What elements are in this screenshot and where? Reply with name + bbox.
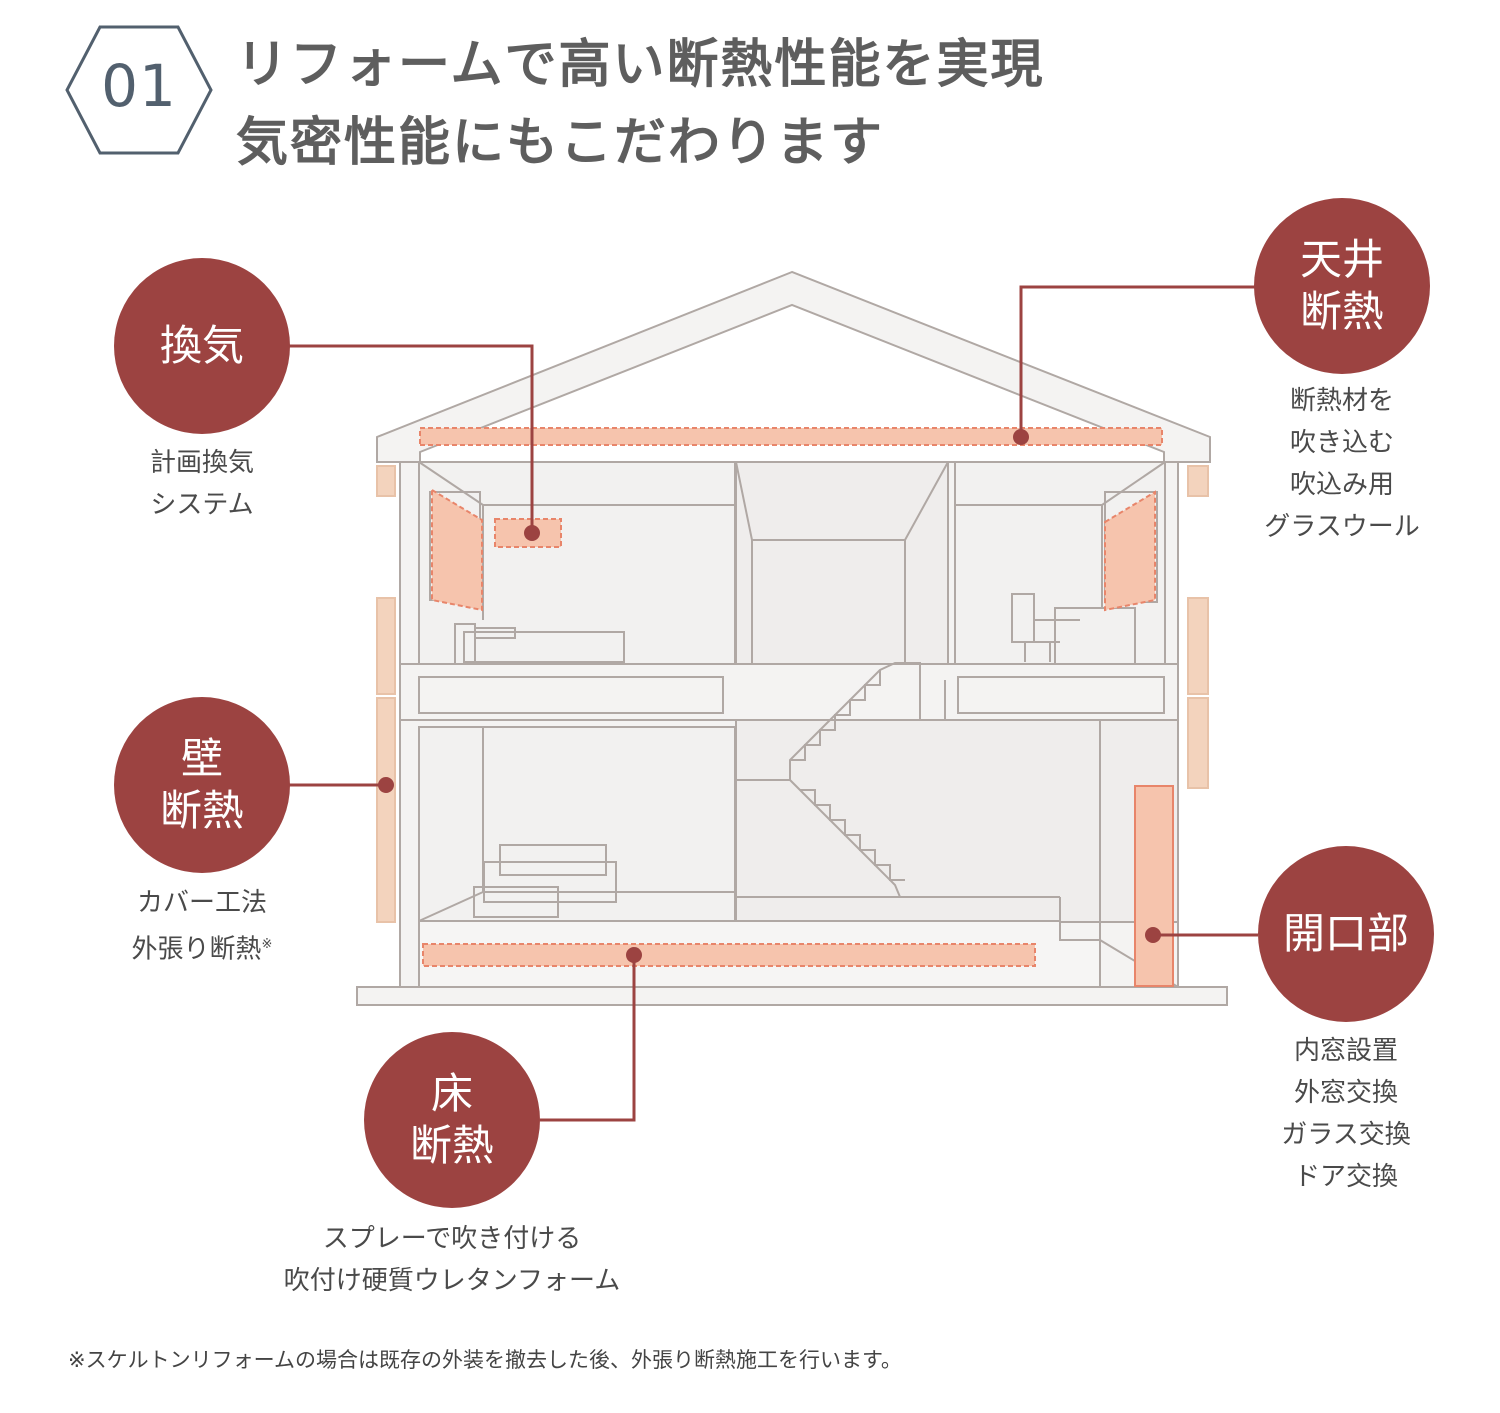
ceiling-insulation: [419, 427, 1163, 446]
opening-desc-line: 外窓交換: [1293, 1078, 1398, 1108]
floor-title-line: 断熱: [409, 1121, 494, 1170]
bed-icon: [454, 623, 625, 665]
opening-insulation: [1134, 785, 1174, 987]
wall-title-line: 壁: [180, 734, 223, 783]
wall-desc: カバー工法 外張り断熱※: [62, 882, 342, 971]
wall-insulation-right-3: [1187, 697, 1209, 789]
desk-icon: [1011, 593, 1136, 665]
wall-insulation-left-3: [376, 697, 396, 923]
wall-circle: 壁 断熱: [114, 697, 290, 873]
floor-desc: スプレーで吹き付ける 吹付け硬質ウレタンフォーム: [232, 1218, 672, 1302]
wall-insulation-right-2: [1187, 597, 1209, 695]
wall-title-line: 断熱: [159, 786, 244, 835]
ventilation-title: 換気: [159, 321, 244, 370]
ceiling-dot: [1013, 429, 1029, 445]
roof: [376, 270, 1211, 463]
ceiling-title-line: 断熱: [1299, 287, 1384, 336]
wall-insulation-left-1: [376, 465, 396, 497]
wall-desc-line: 外張り断熱※: [62, 924, 342, 971]
floor-connector: [540, 955, 636, 1122]
ceiling-title-line: 天井: [1299, 235, 1384, 284]
ceiling-desc-line: 吹込み用: [1289, 470, 1394, 500]
opening-title: 開口部: [1282, 909, 1409, 958]
ceiling-desc-line: グラスウール: [1264, 512, 1420, 542]
wall-desc-line: カバー工法: [136, 888, 267, 918]
floor-title-line: 床: [430, 1069, 473, 1118]
hexagon-badge: [65, 25, 213, 155]
window-insulation-left: [431, 488, 483, 612]
floor-dot: [626, 947, 642, 963]
ventilation-desc-line: 計画換気: [149, 448, 254, 478]
ceiling-desc-line: 吹き込む: [1289, 428, 1394, 458]
floor-desc-line: 吹付け硬質ウレタンフォーム: [283, 1266, 621, 1296]
vent-insulation: [494, 518, 562, 548]
opening-desc: 内窓設置 外窓交換 ガラス交換 ドア交換: [1206, 1030, 1486, 1198]
sofa-icon: [473, 844, 617, 918]
ventilation-desc: 計画換気 システム: [62, 442, 342, 526]
section-number: 01: [101, 52, 177, 120]
opening-circle: 開口部: [1258, 846, 1434, 1022]
ceiling-desc: 断熱材を 吹き込む 吹込み用 グラスウール: [1202, 380, 1482, 548]
ceiling-circle: 天井 断熱: [1254, 198, 1430, 374]
wall-desc-text: 外張り断熱: [131, 934, 262, 965]
page-title-line2: 気密性能にもこだわります: [236, 113, 885, 173]
opening-desc-line: 内窓設置: [1293, 1036, 1398, 1066]
ventilation-connector: [288, 344, 534, 533]
wall-insulation-right-1: [1187, 465, 1209, 497]
opening-dot: [1145, 927, 1161, 943]
opening-desc-line: ガラス交換: [1281, 1120, 1411, 1150]
wall-desc-note-mark: ※: [261, 937, 273, 952]
floor-desc-line: スプレーで吹き付ける: [322, 1224, 582, 1254]
ventilation-circle: 換気: [114, 258, 290, 434]
page-title-line1: リフォームで高い断熱性能を実現: [236, 35, 1045, 95]
floor-insulation: [422, 943, 1036, 967]
wall-insulation-left-2: [376, 597, 396, 695]
floor-circle: 床 断熱: [364, 1032, 540, 1208]
wall-dot: [378, 777, 394, 793]
window-insulation-right: [1104, 490, 1156, 612]
ventilation-dot: [524, 525, 540, 541]
staircase: [736, 662, 946, 781]
ventilation-desc-line: システム: [150, 490, 254, 520]
foundation: [356, 986, 1228, 1006]
ceiling-connector: [1019, 285, 1255, 437]
footnote: ※スケルトンリフォームの場合は既存の外装を撤去した後、外張り断熱施工を行います。: [68, 1348, 902, 1372]
ceiling-desc-line: 断熱材を: [1289, 386, 1394, 416]
opening-desc-line: ドア交換: [1293, 1162, 1398, 1192]
